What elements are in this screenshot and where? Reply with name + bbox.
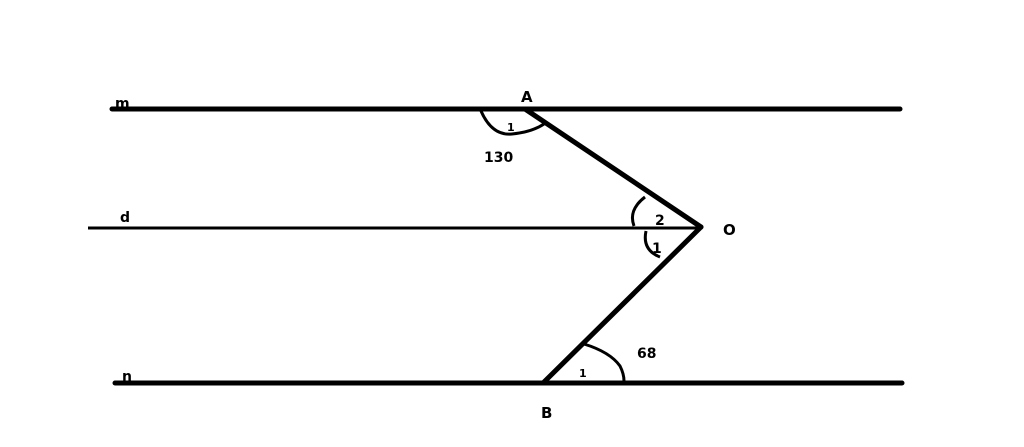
label-angle-O-lower-index: 1	[652, 241, 662, 257]
label-angle-A-index: 1	[507, 121, 515, 134]
angle-arc-O-upper	[630, 195, 646, 227]
angle-arc-B	[583, 342, 626, 382]
segment-OB	[540, 224, 704, 386]
angle-arc-A	[479, 110, 545, 136]
segment-AO	[522, 106, 704, 230]
angle-arc-O-lower	[643, 230, 661, 259]
label-line-m: m	[115, 96, 130, 112]
label-angle-B-index: 1	[579, 367, 587, 380]
label-angle-O-upper-index: 2	[655, 213, 665, 229]
label-point-A: A	[521, 88, 533, 106]
label-point-B: B	[541, 404, 552, 422]
label-line-n: n	[122, 369, 132, 385]
label-point-O: O	[723, 221, 736, 239]
label-angle-A-value: 130	[484, 150, 513, 166]
label-line-d: d	[120, 210, 130, 226]
label-angle-B-value: 68	[637, 346, 656, 362]
